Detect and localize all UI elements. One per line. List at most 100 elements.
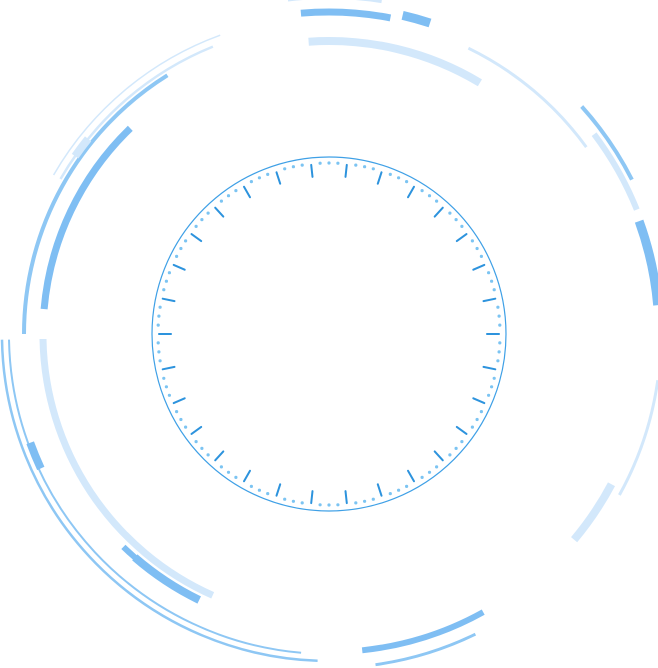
- dial-tick: [344, 163, 348, 178]
- dial-dot: [219, 465, 223, 469]
- outer-arc-segment: [634, 219, 658, 306]
- outer-arc-segment: [361, 609, 485, 654]
- dial-dot: [158, 359, 162, 363]
- dial-dot: [420, 189, 424, 193]
- dial-dot: [194, 440, 198, 444]
- dial-tick: [482, 297, 497, 303]
- dial-dot: [234, 475, 238, 479]
- dial-dot: [470, 239, 474, 243]
- dial-dot: [206, 453, 210, 457]
- dial-dot: [460, 224, 464, 228]
- dial-tick: [433, 206, 444, 218]
- outer-arc-segment: [375, 632, 477, 667]
- dial-dot: [427, 194, 432, 198]
- dial-dot: [257, 488, 261, 492]
- dial-dot: [327, 161, 331, 165]
- dial-dot: [354, 163, 358, 167]
- dial-dot: [167, 393, 171, 397]
- dial-tick: [472, 263, 486, 271]
- dial-dot: [498, 341, 502, 345]
- dial-tick: [310, 490, 314, 505]
- dial-tick: [275, 483, 282, 497]
- dial-dot: [300, 163, 304, 167]
- dial-dot: [388, 492, 392, 496]
- dial-tick: [190, 233, 203, 243]
- dial-dot: [487, 393, 491, 397]
- dial-dot: [184, 425, 188, 429]
- outer-arc-segment: [591, 132, 640, 211]
- dial-dot: [397, 176, 401, 180]
- dial-dot: [179, 246, 183, 251]
- dial-dot: [435, 199, 439, 203]
- dial-dot: [156, 341, 160, 345]
- dial-dot: [490, 279, 494, 283]
- dial-dot: [249, 180, 253, 184]
- dial-dot: [164, 279, 168, 283]
- dial-dot: [291, 499, 295, 503]
- dial-tick: [243, 185, 251, 199]
- dial-dot: [479, 254, 483, 258]
- dial-dot: [234, 189, 238, 193]
- dial-dot: [157, 350, 161, 354]
- dial-tick: [310, 163, 314, 178]
- dial-dot: [354, 501, 358, 505]
- dial-tick: [161, 297, 176, 303]
- dial-dot: [496, 359, 500, 363]
- dial-dot: [162, 288, 166, 292]
- dial-dot: [496, 305, 500, 309]
- outer-arc-segment: [121, 544, 166, 582]
- dial-dot: [318, 503, 322, 507]
- dial-dot: [300, 501, 304, 505]
- outer-arc-segment: [0, 339, 318, 663]
- dial-dot: [179, 417, 183, 422]
- dial-tick: [161, 365, 176, 371]
- dial-dot: [498, 323, 502, 327]
- dial-dot: [266, 172, 270, 176]
- dial-dot: [336, 161, 340, 165]
- dial-tick: [344, 490, 348, 505]
- dial-tick: [376, 171, 383, 185]
- dial-dot-ring: [156, 161, 502, 507]
- outer-arc-segment: [467, 46, 588, 148]
- dial-dot: [448, 211, 452, 215]
- dial-dot: [454, 446, 458, 450]
- dial-dot: [167, 271, 171, 275]
- dial-circle: [151, 156, 507, 512]
- dial-dot: [470, 425, 474, 429]
- dial-dot: [497, 314, 501, 318]
- dial-tick: [243, 469, 251, 483]
- outer-arc-segment: [287, 0, 382, 4]
- dial-dot: [475, 417, 479, 422]
- outer-arc-segment: [308, 37, 482, 87]
- dial-tick: [455, 425, 468, 435]
- dial-dot: [257, 176, 261, 180]
- dial-tick: [172, 397, 186, 405]
- outer-arc-segment: [52, 34, 221, 176]
- dial-tick: [407, 185, 415, 199]
- dial-dot: [162, 376, 166, 380]
- outer-arc-segment: [618, 379, 658, 496]
- dial-dot: [405, 180, 409, 184]
- dial-dot: [184, 239, 188, 243]
- dial-tick: [190, 425, 203, 435]
- dial-dot: [363, 165, 367, 169]
- dial-tick: [433, 450, 444, 462]
- outer-arc-segment: [71, 136, 92, 159]
- dial-dot: [371, 167, 375, 171]
- dial-dot: [363, 499, 367, 503]
- dial-dot: [283, 497, 287, 501]
- dial-dot: [175, 410, 179, 414]
- outer-arc-segment: [59, 45, 214, 180]
- dial-tick: [407, 469, 415, 483]
- dial-dot: [219, 199, 223, 203]
- dial-dot: [336, 503, 340, 507]
- dial-tick: [482, 365, 497, 371]
- dial-dot: [427, 470, 432, 474]
- dial-dot: [266, 492, 270, 496]
- dial-dot: [175, 254, 179, 258]
- outer-arc-segment: [40, 125, 133, 310]
- dial-dot: [318, 161, 322, 165]
- dial-dot: [435, 465, 439, 469]
